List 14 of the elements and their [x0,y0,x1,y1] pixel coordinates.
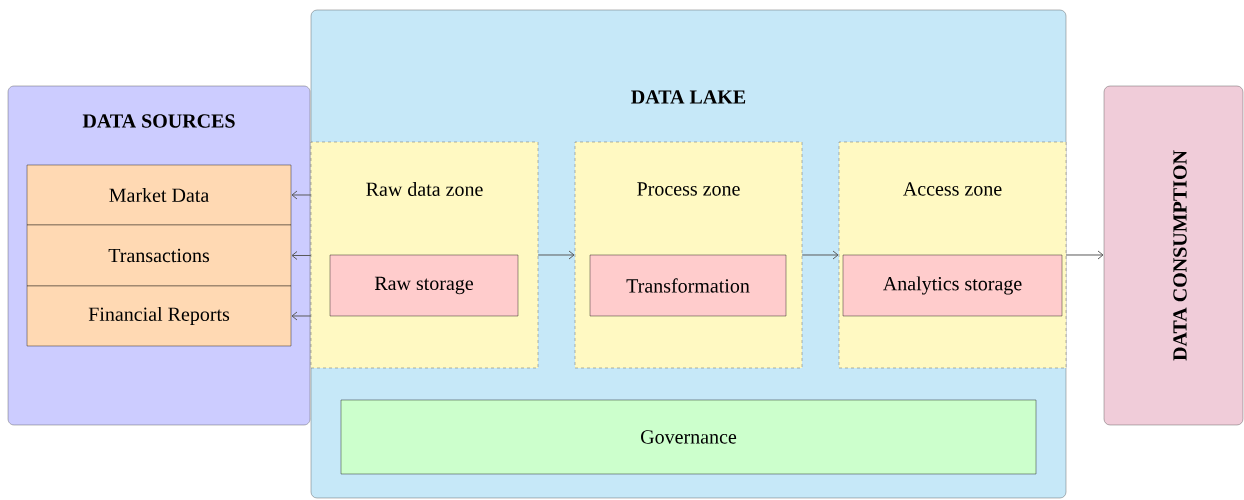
process-box: Financial Reports [26,285,292,347]
process-box: Analytics storage [842,254,1063,317]
arrow [291,251,312,260]
arrow [537,250,575,260]
process-box: Market Data [26,164,292,226]
process-box: Governance [340,399,1037,475]
arrow [291,311,312,321]
arrow [801,250,839,260]
process-box: Transformation [589,254,787,317]
process-box: Transactions [26,224,292,287]
panel: DATA CONSUMPTION [1103,85,1244,426]
process-box: Raw storage [329,254,519,317]
arrow [291,190,312,200]
arrow [1065,250,1104,260]
